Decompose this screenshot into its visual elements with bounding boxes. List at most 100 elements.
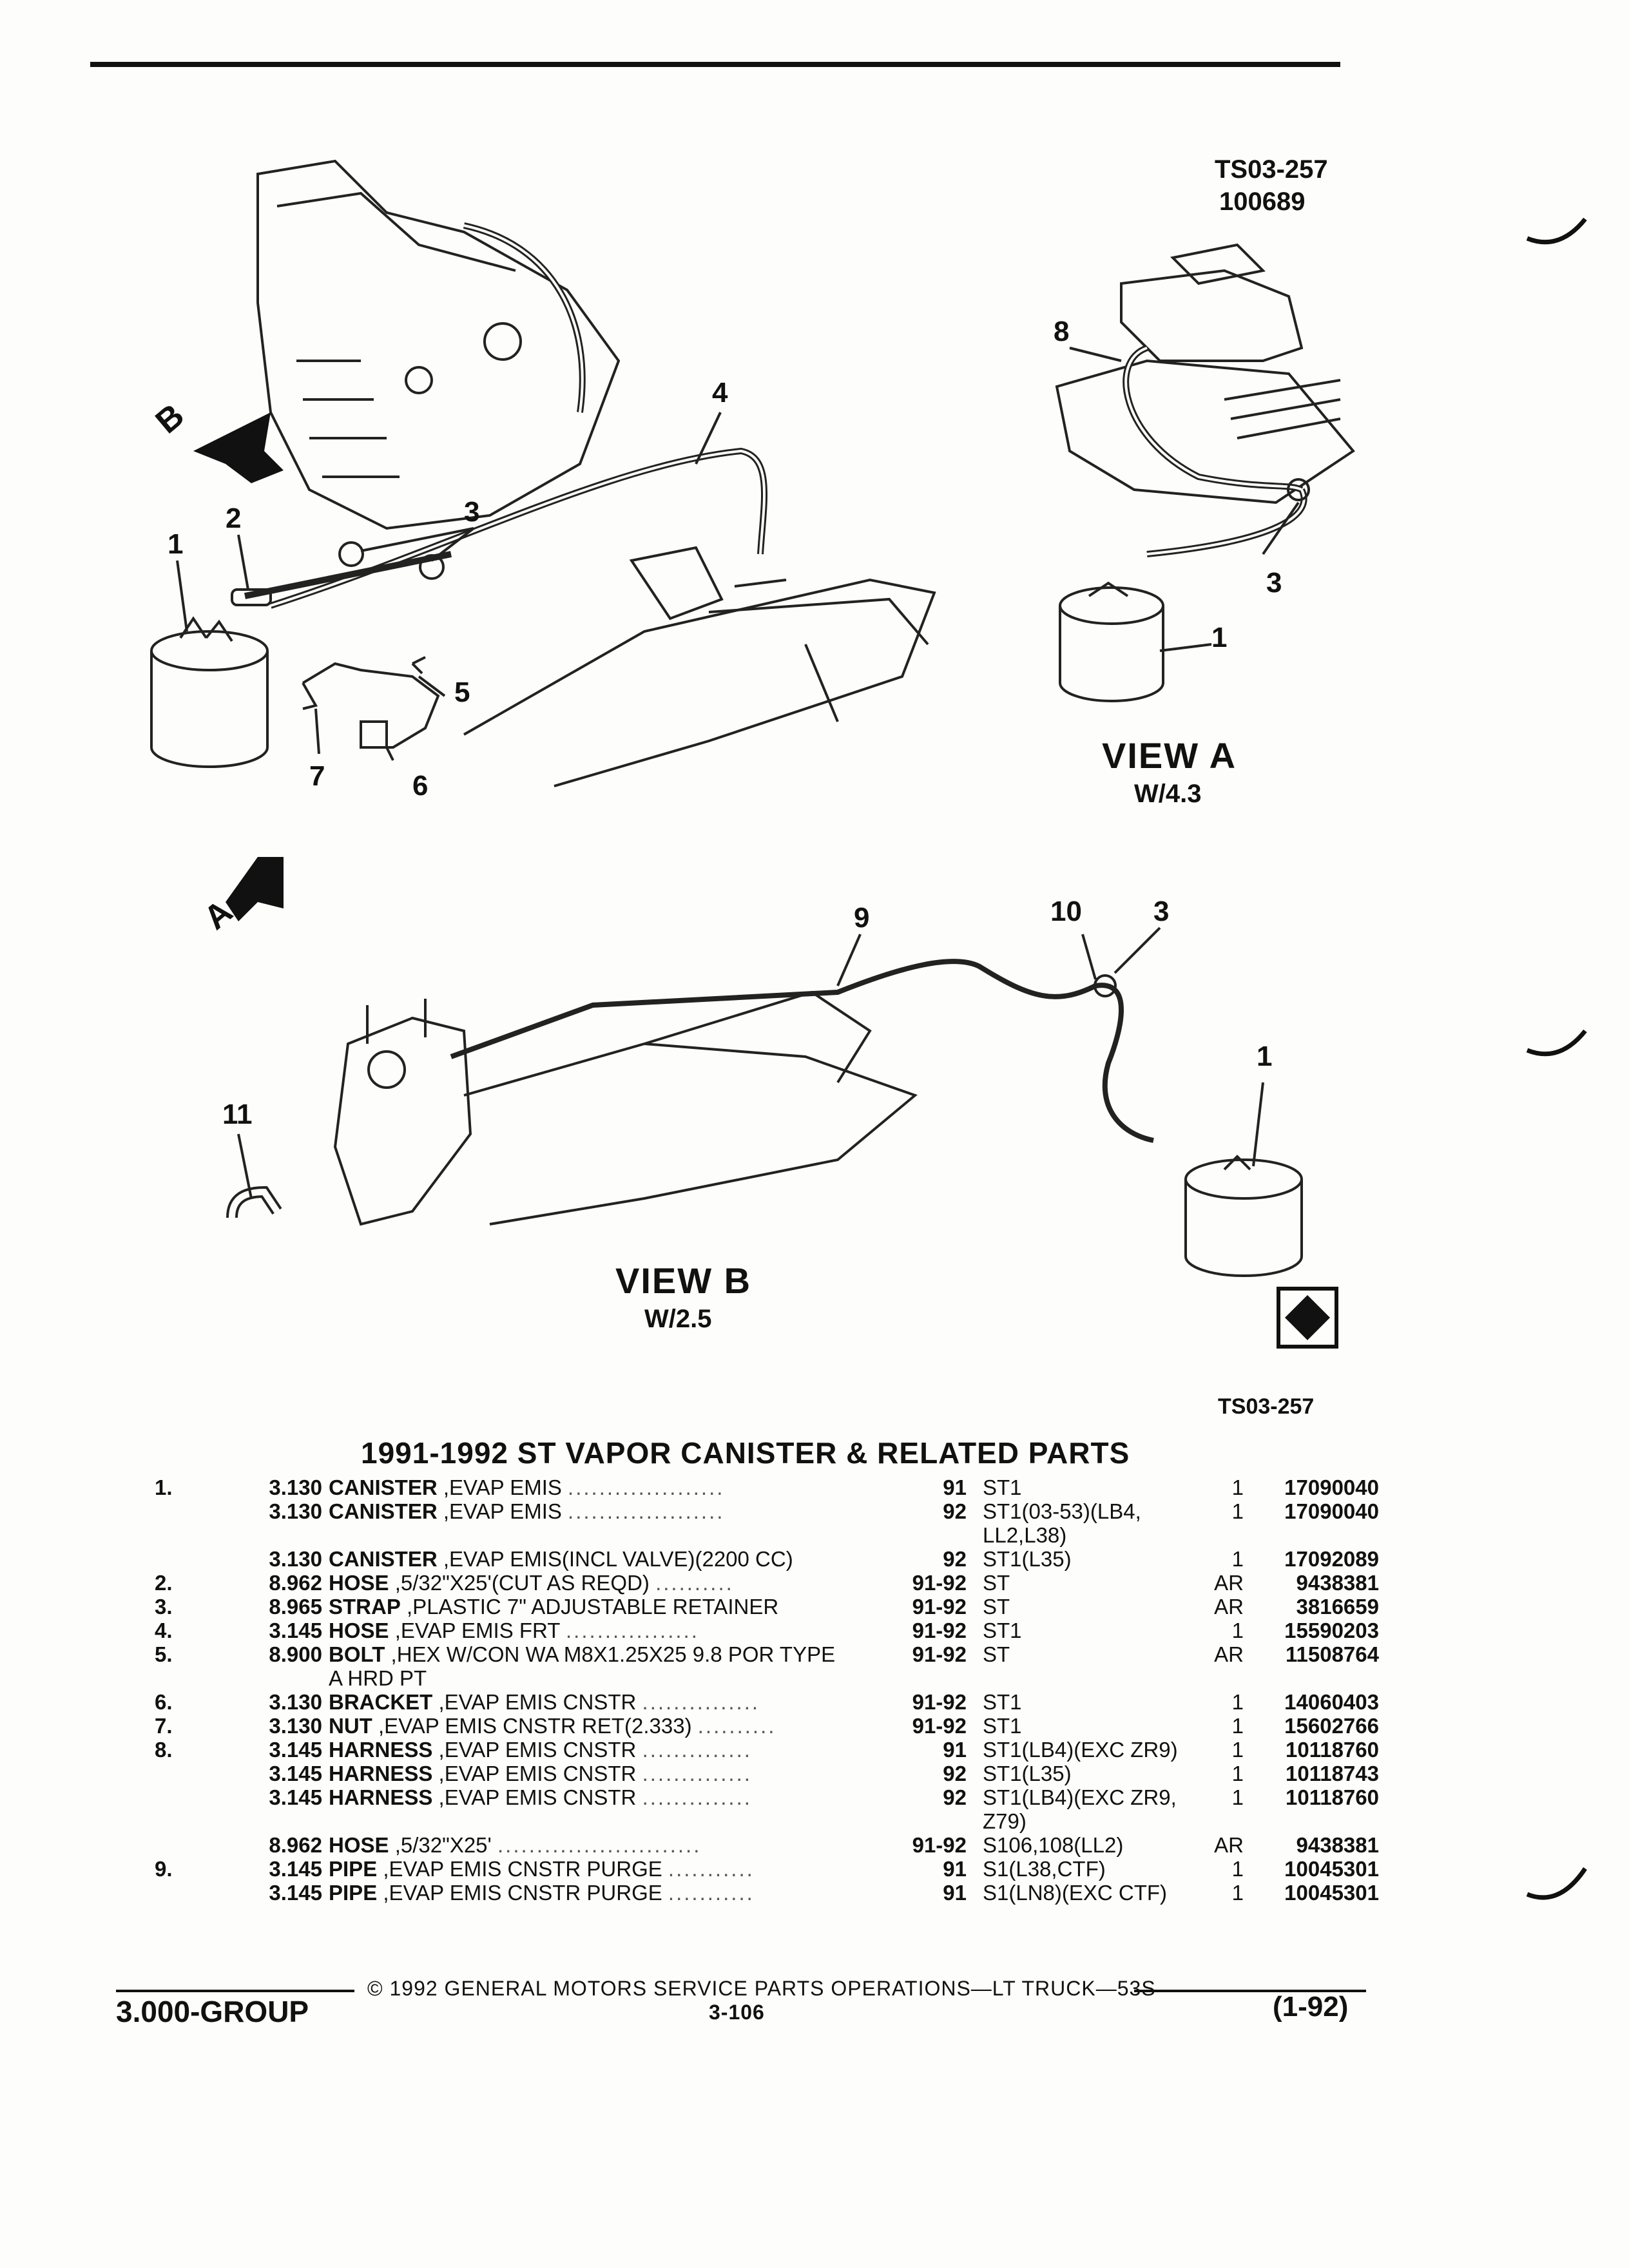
part-number: 15590203 xyxy=(1284,1619,1379,1642)
table-row: 8. 3.145 HARNESS ,EVAP EMIS CNSTR ......… xyxy=(155,1738,1379,1762)
model-usage: ST xyxy=(983,1642,1010,1666)
item-number: 3. xyxy=(155,1595,173,1619)
quantity: AR xyxy=(1214,1833,1244,1857)
item-number: 6. xyxy=(155,1690,173,1714)
model-year: 92 xyxy=(943,1547,967,1571)
quantity: 1 xyxy=(1231,1738,1244,1762)
callout-1-view-a: 1 xyxy=(1211,622,1228,653)
parts-diagram xyxy=(150,159,1355,1349)
part-description: STRAP ,PLASTIC 7" ADJUSTABLE RETAINER xyxy=(329,1595,1012,1619)
quantity: 1 xyxy=(1231,1714,1244,1738)
quantity: 1 xyxy=(1231,1785,1244,1809)
part-description: BRACKET ,EVAP EMIS CNSTR ............... xyxy=(329,1690,760,1714)
part-name: CANISTER xyxy=(329,1475,438,1499)
model-usage: ST1 xyxy=(983,1714,1022,1738)
part-number: 3816659 xyxy=(1296,1595,1379,1619)
part-number: 11508764 xyxy=(1285,1642,1379,1666)
callout-1-view-b: 1 xyxy=(1257,1041,1273,1072)
part-description: HOSE ,5/32"X25'(CUT AS REQD) .......... xyxy=(329,1571,734,1595)
group-number: 8.900 xyxy=(269,1642,322,1666)
quantity: 1 xyxy=(1231,1690,1244,1714)
part-detail: ,EVAP EMIS FRT xyxy=(394,1619,560,1642)
part-name: HOSE xyxy=(329,1571,389,1595)
table-row: 4. 3.145 HOSE ,EVAP EMIS FRT ...........… xyxy=(155,1619,1379,1642)
part-number: 14060403 xyxy=(1284,1690,1379,1714)
model-usage: ST1 xyxy=(983,1690,1022,1714)
model-year: 92 xyxy=(943,1499,967,1523)
quantity: AR xyxy=(1214,1642,1244,1666)
part-number: 15602766 xyxy=(1284,1714,1379,1738)
part-name: HOSE xyxy=(329,1833,389,1857)
group-number: 3.130 xyxy=(269,1547,322,1571)
callout-8: 8 xyxy=(1054,316,1070,347)
item-number: 8. xyxy=(155,1738,173,1762)
model-year: 92 xyxy=(943,1762,967,1785)
part-description: BOLT ,HEX W/CON WA M8X1.25X25 9.8 POR TY… xyxy=(329,1642,844,1690)
view-b-subtitle: W/2.5 xyxy=(644,1305,712,1333)
part-number: 9438381 xyxy=(1296,1571,1379,1595)
model-usage: ST1(LB4)(EXC ZR9, Z79) xyxy=(983,1785,1177,1833)
model-year: 91 xyxy=(943,1738,967,1762)
table-row: 3.130 CANISTER ,EVAP EMIS ..............… xyxy=(155,1499,1379,1547)
group-number: 8.962 xyxy=(269,1833,322,1857)
table-row: 3.145 PIPE ,EVAP EMIS CNSTR PURGE ......… xyxy=(155,1881,1379,1905)
callout-6: 6 xyxy=(412,770,429,802)
callout-3-view-b: 3 xyxy=(1153,896,1170,927)
group-number: 8.962 xyxy=(269,1571,322,1595)
table-row: 1. 3.130 CANISTER ,EVAP EMIS ...........… xyxy=(155,1475,1379,1499)
part-detail: ,EVAP EMIS CNSTR PURGE xyxy=(383,1857,662,1881)
model-usage: ST xyxy=(983,1571,1010,1595)
part-name: BOLT xyxy=(329,1642,385,1666)
quantity: 1 xyxy=(1231,1499,1244,1523)
part-description: HARNESS ,EVAP EMIS CNSTR .............. xyxy=(329,1785,752,1809)
part-number: 17092089 xyxy=(1284,1547,1379,1571)
table-row: 8.962 HOSE ,5/32"X25' ..................… xyxy=(155,1833,1379,1857)
group-number: 3.145 xyxy=(269,1857,322,1881)
part-number: 17090040 xyxy=(1284,1475,1379,1499)
model-usage: ST1(L35) xyxy=(983,1547,1072,1571)
page-number: 3-106 xyxy=(709,2001,765,2024)
part-number: 10118760 xyxy=(1285,1738,1379,1762)
part-description: NUT ,EVAP EMIS CNSTR RET(2.333) ........… xyxy=(329,1714,776,1738)
quantity: AR xyxy=(1214,1595,1244,1619)
model-year: 91-92 xyxy=(912,1595,967,1619)
part-description: PIPE ,EVAP EMIS CNSTR PURGE ........... xyxy=(329,1857,755,1881)
model-usage: ST1 xyxy=(983,1475,1022,1499)
group-number: 3.145 xyxy=(269,1785,322,1809)
part-detail: ,EVAP EMIS CNSTR xyxy=(438,1762,637,1785)
quantity: 1 xyxy=(1231,1547,1244,1571)
group-number: 3.130 xyxy=(269,1714,322,1738)
part-detail: ,EVAP EMIS CNSTR xyxy=(438,1738,637,1762)
part-description: HARNESS ,EVAP EMIS CNSTR .............. xyxy=(329,1762,752,1785)
model-usage: S1(L38,CTF) xyxy=(983,1857,1106,1881)
part-detail: ,EVAP EMIS xyxy=(443,1475,562,1499)
part-name: BRACKET xyxy=(329,1690,433,1714)
part-number: 10045301 xyxy=(1284,1881,1379,1905)
diagram-reference-code: TS03-257 xyxy=(1218,1394,1315,1419)
part-name: CANISTER xyxy=(329,1499,438,1523)
item-number: 5. xyxy=(155,1642,173,1666)
table-row: 2. 8.962 HOSE ,5/32"X25'(CUT AS REQD) ..… xyxy=(155,1571,1379,1595)
model-usage: ST1 xyxy=(983,1619,1022,1642)
part-description: CANISTER ,EVAP EMIS .................... xyxy=(329,1475,725,1499)
part-detail: ,EVAP EMIS CNSTR PURGE xyxy=(383,1881,662,1905)
part-detail: ,EVAP EMIS CNSTR xyxy=(438,1785,637,1809)
model-year: 92 xyxy=(943,1785,967,1809)
callout-1: 1 xyxy=(168,528,184,560)
model-year: 91 xyxy=(943,1881,967,1905)
callout-3-view-a: 3 xyxy=(1266,567,1282,599)
item-number: 9. xyxy=(155,1857,173,1881)
model-year: 91-92 xyxy=(912,1642,967,1666)
part-description: CANISTER ,EVAP EMIS(INCL VALVE)(2200 CC) xyxy=(329,1547,1012,1571)
reference-code: TS03-257 xyxy=(1215,155,1328,184)
group-number: 3.145 xyxy=(269,1619,322,1642)
part-number: 10118743 xyxy=(1285,1762,1379,1785)
callout-7: 7 xyxy=(309,760,325,792)
quantity: 1 xyxy=(1231,1619,1244,1642)
callout-5: 5 xyxy=(454,677,470,708)
quantity: AR xyxy=(1214,1571,1244,1595)
part-detail: ,5/32"X25' xyxy=(394,1833,492,1857)
model-year: 91-92 xyxy=(912,1690,967,1714)
part-name: STRAP xyxy=(329,1595,401,1619)
part-description: CANISTER ,EVAP EMIS .................... xyxy=(329,1499,725,1523)
